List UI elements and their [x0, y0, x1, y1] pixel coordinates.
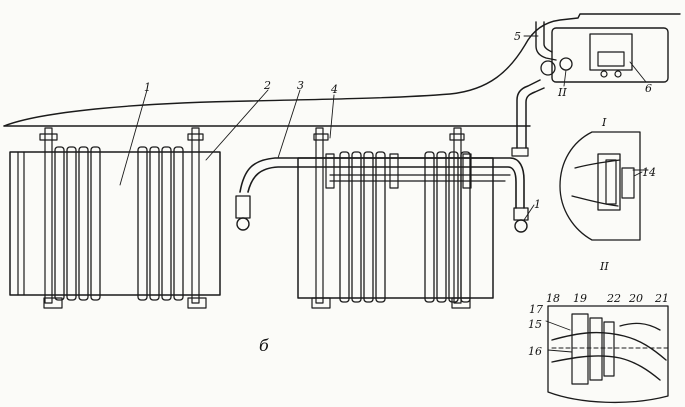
label-5: 5 — [514, 30, 521, 43]
detail-II — [547, 305, 669, 404]
label-6: 6 — [645, 82, 652, 95]
label-19: 19 — [573, 292, 587, 305]
bracket-bottom-2 — [187, 297, 207, 309]
label-1-muffler: 1 — [144, 81, 151, 94]
body-contour — [3, 13, 681, 127]
label-2: 2 — [263, 79, 271, 92]
label-4: 4 — [330, 83, 338, 96]
detail-I — [559, 131, 649, 241]
label-detail-II: II — [599, 260, 609, 273]
bracket-top-2 — [187, 133, 204, 141]
label-18: 18 — [546, 292, 560, 305]
label-22: 22 — [606, 292, 621, 305]
label-15: 15 — [528, 318, 542, 331]
label-16: 16 — [528, 345, 542, 358]
exhaust-pipe — [235, 79, 545, 233]
label-14: 14 — [642, 166, 656, 179]
bracket-bottom-1 — [43, 297, 63, 309]
label-1-fitting: 1 — [534, 198, 541, 211]
label-detail-I: I — [601, 116, 607, 129]
figure-caption: б — [259, 336, 269, 355]
label-3: 3 — [297, 79, 304, 92]
muffler-left — [9, 127, 221, 309]
label-detail-II-ref: II — [557, 86, 567, 99]
label-20: 20 — [628, 292, 643, 305]
label-21: 21 — [654, 292, 669, 305]
muffler-right — [297, 127, 494, 309]
bracket-top-1 — [39, 133, 58, 141]
leader-lines — [119, 35, 647, 353]
heater-unit — [535, 21, 669, 83]
label-17: 17 — [529, 303, 543, 316]
